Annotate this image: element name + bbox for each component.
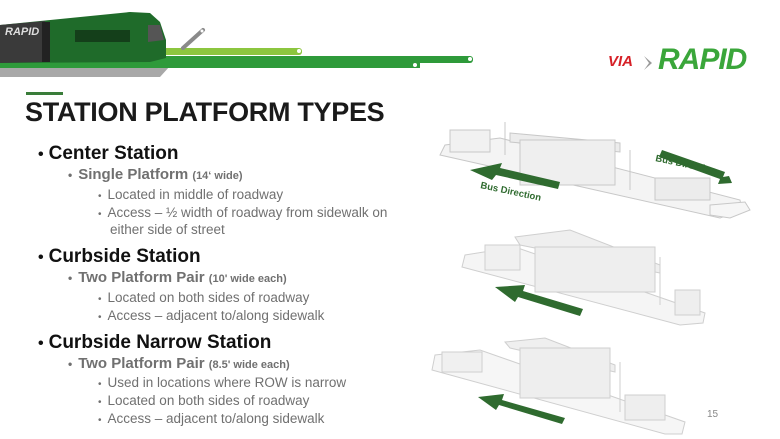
arrow-left-icon bbox=[478, 394, 565, 424]
curbside-station-illustration bbox=[461, 229, 706, 326]
section-heading-curbside-narrow-station: •Curbside Narrow Station bbox=[38, 332, 272, 353]
center-station-illustration: Bus Direction Bus Direction bbox=[439, 122, 751, 219]
bullet-icon: • bbox=[68, 357, 73, 371]
subheading-two-platform-pair-narrow: •Two Platform Pair (8.5' wide each) bbox=[68, 355, 290, 372]
list-item-continuation: either side of street bbox=[110, 222, 225, 237]
arrow-left-icon bbox=[470, 163, 560, 189]
chevron-right-icon bbox=[644, 56, 652, 70]
section-heading-curbside-station: •Curbside Station bbox=[38, 246, 201, 267]
bullet-icon: • bbox=[38, 335, 44, 352]
title-accent-bar bbox=[26, 92, 63, 95]
page-number: 15 bbox=[707, 409, 719, 420]
list-item: •Access – ½ width of roadway from sidewa… bbox=[98, 204, 387, 223]
subheading-single-platform: •Single Platform (14‘ wide) bbox=[68, 166, 243, 183]
bullet-icon: • bbox=[38, 146, 44, 163]
via-rapid-logo: VIA RAPID bbox=[600, 40, 770, 84]
slide-title: STATION PLATFORM TYPES bbox=[25, 97, 385, 127]
green-stripe-long bbox=[160, 56, 473, 63]
arrow-right-icon bbox=[659, 150, 732, 184]
list-item: •Located in middle of roadway bbox=[98, 186, 283, 205]
curbside-narrow-station-illustration bbox=[431, 337, 686, 435]
bus-icon: RAPID bbox=[0, 12, 166, 63]
bullet-icon: • bbox=[98, 415, 102, 426]
bullet-icon: • bbox=[68, 168, 73, 182]
pole-graphic bbox=[181, 28, 205, 50]
subheading-two-platform-pair: •Two Platform Pair (10' wide each) bbox=[68, 269, 287, 286]
list-item: •Located on both sides of roadway bbox=[98, 392, 309, 411]
rapid-logo-text: RAPID bbox=[658, 43, 747, 76]
bus-banner-graphic: RAPID bbox=[0, 12, 473, 77]
arrow-left-icon bbox=[495, 285, 583, 316]
bullet-icon: • bbox=[98, 209, 102, 220]
list-item: •Used in locations where ROW is narrow bbox=[98, 374, 346, 393]
list-item: •Access – adjacent to/along sidewalk bbox=[98, 307, 324, 326]
bullet-icon: • bbox=[98, 379, 102, 390]
gray-stripe bbox=[0, 66, 170, 77]
bullet-icon: • bbox=[38, 249, 44, 266]
bus-direction-label-right: Bus Direction bbox=[654, 153, 717, 177]
list-item: •Access – adjacent to/along sidewalk bbox=[98, 410, 324, 429]
svg-text:RAPID: RAPID bbox=[5, 26, 39, 38]
list-item: •Located on both sides of roadway bbox=[98, 289, 309, 308]
bullet-icon: • bbox=[68, 271, 73, 285]
bullet-icon: • bbox=[98, 312, 102, 323]
section-heading-center-station: •Center Station bbox=[38, 143, 179, 164]
light-green-stripe bbox=[160, 48, 302, 55]
bullet-icon: • bbox=[98, 294, 102, 305]
bullet-icon: • bbox=[98, 191, 102, 202]
bullet-icon: • bbox=[98, 397, 102, 408]
via-logo-text: VIA bbox=[608, 53, 634, 70]
